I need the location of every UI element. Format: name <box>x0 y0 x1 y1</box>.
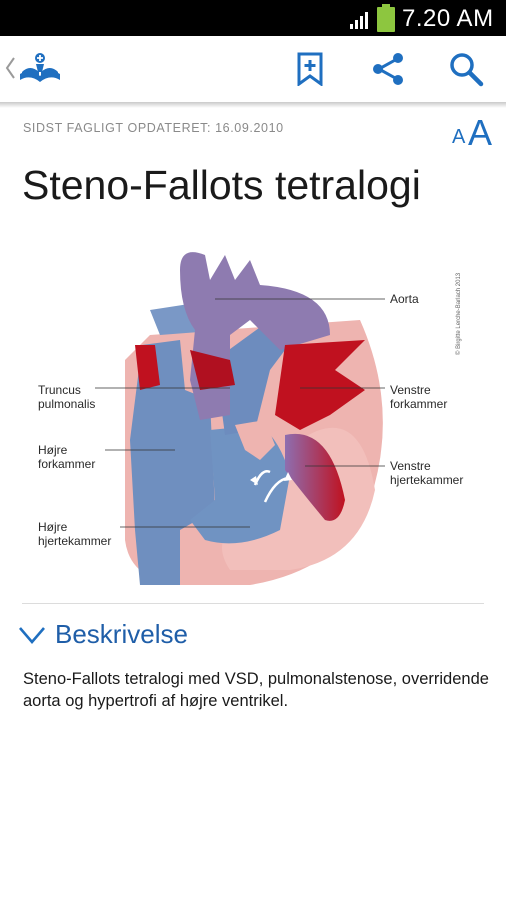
illustration-copyright: © Birgitte Lerche-Barlach 2013 <box>456 255 470 365</box>
font-size-small-glyph: A <box>452 126 466 148</box>
app-bar-shadow <box>0 102 506 108</box>
font-size-button[interactable]: A A <box>450 112 496 153</box>
book-logo-icon[interactable] <box>18 52 62 84</box>
label-hojre-hjertekammer: Højre hjertekammer <box>38 520 112 548</box>
signal-icon <box>350 12 368 29</box>
app-bar <box>0 36 506 102</box>
font-size-large-glyph: A <box>468 112 493 153</box>
label-truncus-pulmonalis: Truncus pulmonalis <box>38 383 96 411</box>
status-bar: 7.20 AM <box>0 0 506 36</box>
label-venstre-hjertekammer: Venstre hjertekammer <box>390 459 464 487</box>
label-hojre-forkammer: Højre forkammer <box>38 443 96 471</box>
label-aorta: Aorta <box>390 292 419 306</box>
heart-diagram: Aorta Truncus pulmonalis Venstre forkamm… <box>30 240 480 590</box>
bookmark-add-icon <box>297 52 323 86</box>
back-chevron-icon[interactable] <box>4 56 16 80</box>
label-venstre-forkammer: Venstre forkammer <box>390 383 448 411</box>
bookmark-button[interactable] <box>291 50 329 88</box>
status-time: 7.20 AM <box>402 5 494 32</box>
share-icon <box>373 53 403 85</box>
section-body-text: Steno-Fallots tetralogi med VSD, pulmona… <box>23 670 489 710</box>
last-updated-text: SIDST FAGLIGT OPDATERET: 16.09.2010 <box>23 121 284 135</box>
battery-icon <box>377 4 395 32</box>
search-button[interactable] <box>447 50 485 88</box>
search-icon <box>450 53 484 87</box>
section-title: Beskrivelse <box>55 619 188 649</box>
section-toggle-beskrivelse[interactable]: Beskrivelse <box>18 617 318 653</box>
share-button[interactable] <box>369 50 407 88</box>
section-divider <box>22 603 484 604</box>
heart-illustration <box>95 252 385 585</box>
article-title: Steno-Fallots tetralogi <box>22 162 421 208</box>
chevron-down-icon <box>19 627 45 644</box>
copyright-text: © Birgitte Lerche-Barlach 2013 <box>456 272 462 355</box>
